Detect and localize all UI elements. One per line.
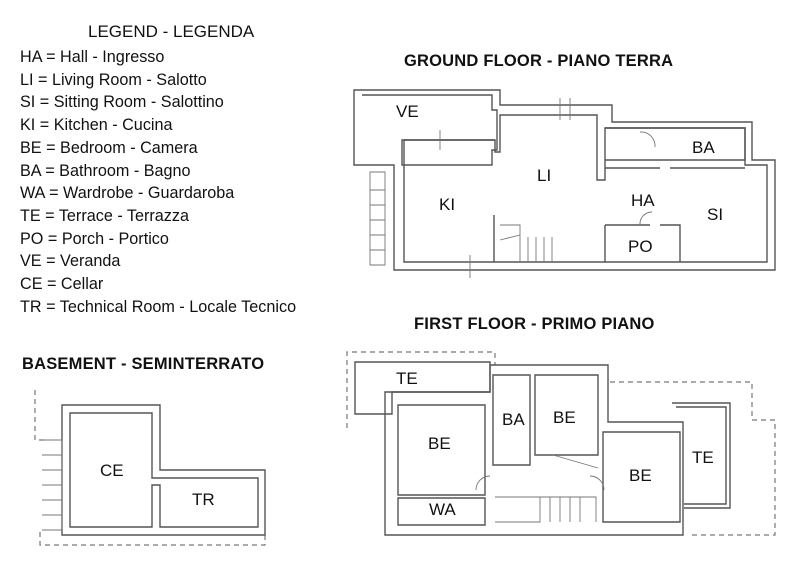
- room-label: LI: [537, 166, 551, 185]
- legend-item: LI = Living Room - Salotto: [20, 70, 207, 89]
- room-label: CE: [100, 461, 124, 480]
- room-label: BE: [428, 434, 451, 453]
- first-floor-title: FIRST FLOOR - PRIMO PIANO: [414, 315, 655, 333]
- ground-floor-title: GROUND FLOOR - PIANO TERRA: [404, 52, 674, 70]
- ground-floor-plan: VE LI BA KI HA SI PO: [353, 89, 776, 278]
- room-label: SI: [707, 205, 723, 224]
- room-label: BA: [502, 410, 525, 429]
- room-label: WA: [429, 500, 456, 519]
- legend-list: HA = Hall - Ingresso LI = Living Room - …: [20, 46, 296, 318]
- legend-item: BE = Bedroom - Camera: [20, 138, 198, 157]
- legend-item: WA = Wardrobe - Guardaroba: [20, 184, 235, 203]
- first-floor-plan: TE BA BE BE BE TE WA: [346, 351, 776, 536]
- legend-item: TE = Terrace - Terrazza: [20, 206, 189, 225]
- legend-item: CE = Cellar: [20, 275, 104, 294]
- room-label: TE: [396, 369, 418, 388]
- room-label: VE: [396, 102, 419, 121]
- room-label: TR: [192, 490, 215, 509]
- legend-item: SI = Sitting Room - Salottino: [20, 93, 224, 112]
- legend-item: HA = Hall - Ingresso: [20, 48, 165, 66]
- basement-title: BASEMENT - SEMINTERRATO: [22, 355, 265, 373]
- room-label: BE: [629, 466, 652, 485]
- room-label: KI: [439, 195, 455, 214]
- legend-item: TR = Technical Room - Locale Tecnico: [20, 297, 297, 316]
- legend-item: KI = Kitchen - Cucina: [20, 116, 173, 135]
- basement-plan: CE TR: [34, 390, 266, 546]
- room-label: TE: [692, 448, 714, 467]
- legend-item: PO = Porch - Portico: [20, 229, 169, 248]
- legend-item: VE = Veranda: [20, 252, 121, 271]
- room-label: BE: [553, 408, 576, 427]
- room-label: HA: [631, 191, 655, 210]
- legend-item: BA = Bathroom - Bagno: [20, 161, 191, 180]
- room-label: PO: [628, 237, 653, 256]
- room-label: BA: [692, 138, 715, 157]
- legend-title: LEGEND - LEGENDA: [88, 22, 255, 41]
